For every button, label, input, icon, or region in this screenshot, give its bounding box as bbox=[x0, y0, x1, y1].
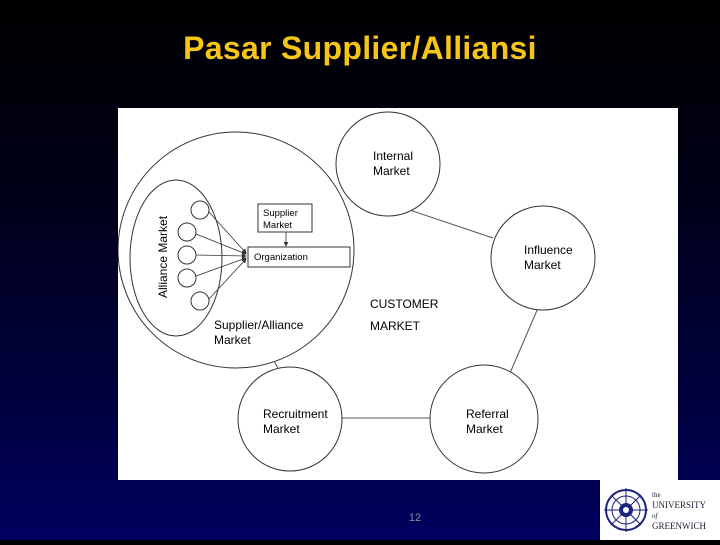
diagram-canvas: Supplier Market Organization Alliance Ma… bbox=[118, 111, 596, 474]
organization-box bbox=[247, 246, 351, 268]
customer-market-line1: CUSTOMER bbox=[370, 297, 439, 311]
alliance-partner-circle bbox=[190, 291, 210, 311]
alliance-partner-circle bbox=[190, 200, 210, 220]
supplier-market-box-line1: Supplier bbox=[263, 208, 298, 219]
influence-market-line2: Market bbox=[524, 258, 561, 272]
supplier-market-box-line2: Market bbox=[263, 220, 292, 231]
referral-market-line2: Market bbox=[466, 422, 503, 436]
logo-line-university: UNIVERSITY bbox=[652, 500, 706, 510]
university-logo: the UNIVERSITY of GREENWICH bbox=[600, 480, 720, 540]
influence-market-line1: Influence bbox=[524, 243, 573, 257]
page-number: 12 bbox=[408, 512, 422, 524]
customer-market-line2: MARKET bbox=[370, 319, 421, 333]
connector-influence-referral bbox=[509, 307, 539, 374]
logo-line-of: of bbox=[652, 512, 659, 520]
internal-market-circle bbox=[335, 111, 441, 217]
alliance-arrows bbox=[195, 211, 289, 300]
supplier-alliance-market-line2: Market bbox=[214, 333, 251, 347]
alliance-arrow bbox=[208, 258, 247, 300]
slide-title: Pasar Supplier/Alliansi bbox=[183, 30, 537, 66]
organization-box-label: Organization bbox=[254, 252, 308, 263]
alliance-market-label: Alliance Market bbox=[156, 215, 170, 298]
alliance-partner-circle bbox=[177, 268, 197, 288]
alliance-arrow bbox=[195, 233, 247, 255]
recruitment-market-line1: Recruitment bbox=[263, 407, 328, 421]
alliance-arrow bbox=[195, 257, 247, 277]
internal-market-line1: Internal bbox=[373, 149, 413, 163]
influence-market-circle bbox=[490, 205, 596, 311]
alliance-arrow bbox=[208, 211, 247, 254]
internal-market-line2: Market bbox=[373, 164, 410, 178]
logo-canvas: the UNIVERSITY of GREENWICH bbox=[604, 488, 706, 532]
logo-line-greenwich: GREENWICH bbox=[652, 521, 706, 531]
six-markets-diagram: Supplier Market Organization Alliance Ma… bbox=[118, 108, 678, 480]
supplier-alliance-market-line1: Supplier/Alliance bbox=[214, 318, 304, 332]
compass-rose-icon bbox=[604, 488, 648, 532]
alliance-market-ellipse bbox=[129, 179, 223, 337]
referral-market-line1: Referral bbox=[466, 407, 509, 421]
alliance-arrow bbox=[195, 253, 247, 259]
alliance-partner-circle bbox=[177, 245, 197, 265]
logo-line-the: the bbox=[652, 491, 661, 499]
recruitment-market-circle bbox=[237, 366, 343, 472]
supplier-market-box bbox=[257, 203, 313, 233]
referral-market-circle bbox=[429, 364, 539, 474]
recruitment-market-line2: Market bbox=[263, 422, 300, 436]
alliance-partner-circle bbox=[177, 222, 197, 242]
alliance-partner-circles bbox=[177, 200, 210, 311]
